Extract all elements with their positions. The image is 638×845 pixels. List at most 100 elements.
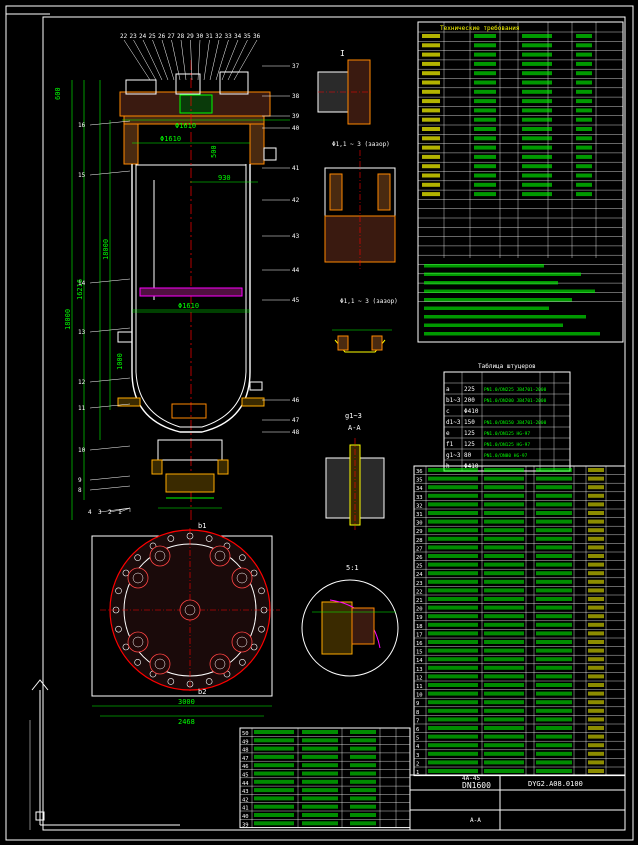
bom-row-number: 6 — [416, 727, 419, 733]
callout-right: 43 — [292, 233, 300, 240]
callout-right: 44 — [292, 267, 300, 274]
drawing-number: DYG2.A08.0100 — [528, 780, 583, 788]
detail-top-right: I — [317, 49, 372, 125]
bom-row-number: 30 — [416, 521, 423, 527]
bolt-hole — [167, 535, 175, 542]
nozzle-dn: 80 — [464, 452, 472, 459]
nozzle-hole — [179, 599, 201, 621]
callout-left: 4 — [88, 509, 92, 516]
bom-row-number: 22 — [416, 589, 423, 595]
bom-row-number: 3 — [416, 753, 419, 759]
bom-row-number: 34 — [416, 486, 423, 492]
spec-heading: Технические требования — [440, 25, 519, 32]
bom-row-number: 17 — [416, 632, 423, 638]
bom-bottom-row-number: 43 — [242, 789, 249, 795]
dim-body-diameter: Φ1610 — [178, 302, 199, 310]
bolt-hole — [115, 587, 122, 595]
nozzle-std: PN1.0/DN225 JB4701-2000 — [484, 387, 547, 393]
dim-600: 600 — [54, 87, 62, 100]
callout-right: 46 — [292, 397, 300, 404]
bolt-hole — [167, 678, 175, 685]
nozzle-hole — [209, 653, 231, 675]
technical-spec-table: Технические требования — [417, 21, 624, 343]
bom-row-number: 2 — [416, 761, 419, 767]
label-b1-top: b1 — [198, 522, 206, 530]
callout-left: 12 — [78, 379, 86, 386]
vessel-main-view — [117, 60, 277, 520]
bom-row-number: 13 — [416, 667, 423, 673]
nozzle-mark: d1~3 — [446, 419, 461, 426]
bolt-hole — [186, 680, 194, 688]
bom-row-number: 27 — [416, 546, 423, 552]
callout-top: 30 — [196, 33, 204, 40]
callout-right: 48 — [292, 429, 300, 436]
nozzle-hole — [149, 653, 171, 675]
callout-left: 16 — [78, 122, 86, 129]
callout-right: 40 — [292, 125, 300, 132]
label-b2-bottom: b2 — [198, 688, 206, 696]
bom-row-number: 18 — [416, 624, 423, 630]
bom-bottom-row-number: 41 — [242, 806, 249, 812]
title-name: DN1600 — [462, 781, 491, 790]
detail-fl2: Φ1,1 ~ 3 (зазор) — [332, 298, 398, 353]
detail-circle: 5:1 — [301, 564, 399, 677]
callout-right: 45 — [292, 297, 300, 304]
detail-fl1: Φ1,1 ~ 3 (зазор) — [324, 141, 396, 270]
dim-930: 930 — [218, 174, 231, 182]
callout-top: 33 — [225, 33, 233, 40]
sheet-label: A-A — [470, 817, 481, 824]
bom-row-number: 15 — [416, 650, 423, 656]
bolt-hole — [258, 587, 265, 595]
nozzle-hole — [149, 545, 171, 567]
nozzle-mark: a — [446, 386, 450, 393]
dim-500: 500 — [210, 145, 218, 158]
callout-top: 25 — [149, 33, 157, 40]
nozzle-hole — [231, 631, 253, 653]
bolt-hole — [205, 678, 213, 685]
bolt-hole — [186, 532, 194, 540]
callout-left: 3 — [98, 509, 102, 516]
ucs-icon — [29, 679, 180, 830]
nozzle-mark: h — [446, 463, 450, 470]
callout-top: 22 — [120, 33, 128, 40]
callout-top: 36 — [253, 33, 261, 40]
bom-row-number: 26 — [416, 555, 423, 561]
detail-a-a-title: A-A — [348, 424, 361, 432]
bom-row-number: 33 — [416, 495, 423, 501]
bom-row-number: 1 — [416, 770, 419, 776]
callout-left: 14 — [78, 280, 86, 287]
bom-bottom-row-number: 50 — [242, 731, 249, 737]
bom-row-number: 20 — [416, 607, 423, 613]
bom-row-number: 24 — [416, 572, 423, 578]
bom-bottom-row-number: 47 — [242, 756, 249, 762]
callout-top: 26 — [158, 33, 166, 40]
bom-bottom-row-number: 42 — [242, 797, 249, 803]
bom-table-right: 3635343332313029282726252423222120191817… — [413, 465, 626, 777]
callout-top: 34 — [234, 33, 242, 40]
bom-row-number: 5 — [416, 736, 419, 742]
callout-left: 15 — [78, 172, 86, 179]
callout-left: 9 — [78, 477, 82, 484]
nozzle-dn: 125 — [464, 430, 475, 437]
nozzle-heading: Таблица штуцеров — [478, 363, 536, 370]
nozzle-hole — [231, 567, 253, 589]
dim-outer-diameter: Φ1610 — [175, 122, 196, 130]
callout-left: 11 — [78, 405, 86, 412]
callout-top: 23 — [130, 33, 138, 40]
bom-row-number: 32 — [416, 503, 423, 509]
callout-right: 39 — [292, 113, 300, 120]
nozzle-mark: e — [446, 430, 450, 437]
title-block: DN1600 DYG2.A08.0100 4A-45 A-A — [409, 774, 626, 831]
detail-fl1-title: Φ1,1 ~ 3 (зазор) — [332, 141, 390, 148]
nozzle-hole — [127, 567, 149, 589]
bolt-hole — [260, 606, 268, 614]
nozzle-dn: Φ410 — [464, 408, 479, 415]
bom-row-number: 8 — [416, 710, 419, 716]
bom-bottom-row-number: 45 — [242, 773, 249, 779]
bom-bottom-row-number: 48 — [242, 748, 249, 754]
bom-row-number: 9 — [416, 701, 419, 707]
